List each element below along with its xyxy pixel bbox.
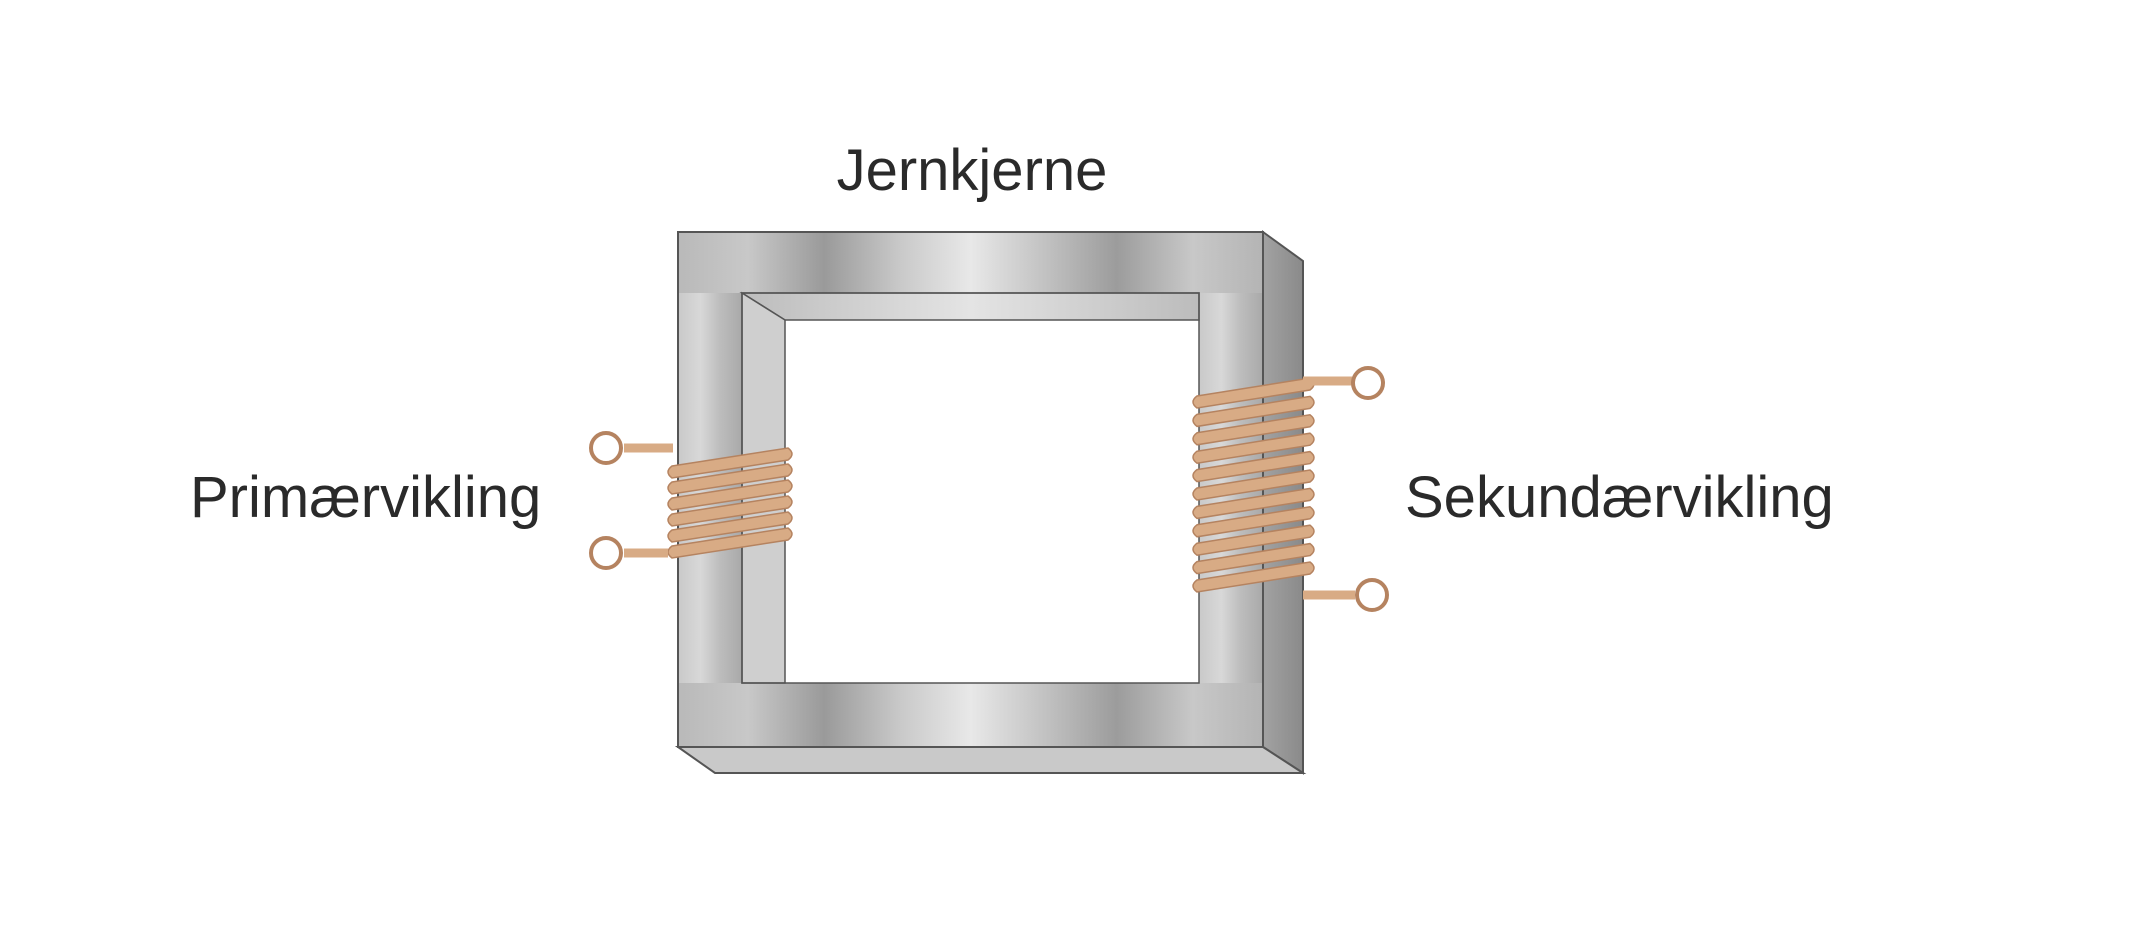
core-bottom-side — [674, 746, 1307, 774]
primary-winding-turn — [667, 495, 793, 527]
secondary-winding-turn — [1192, 395, 1315, 428]
core-label: Jernkjerne — [837, 138, 1108, 203]
primary-terminals — [589, 431, 673, 570]
core-bottom-bar — [678, 683, 1263, 747]
secondary-winding-turn — [1192, 432, 1315, 464]
iron-core — [674, 230, 1307, 775]
primary-terminal-top — [589, 431, 623, 465]
secondary-winding — [1192, 377, 1315, 593]
secondary-winding-turn — [1192, 561, 1315, 593]
secondary-winding-turn — [1192, 469, 1315, 501]
primary-winding-turn — [667, 479, 793, 511]
secondary-winding-turn — [1192, 506, 1315, 538]
primary-winding-turn — [667, 447, 793, 479]
secondary-winding-label: Sekundærvikling — [1405, 465, 1834, 530]
secondary-terminal-top — [1351, 366, 1385, 400]
primary-winding-turn — [667, 527, 793, 559]
secondary-terminal-bottom — [1355, 578, 1389, 612]
primary-winding-label: Primærvikling — [190, 465, 541, 530]
primary-winding — [667, 447, 793, 559]
core-top-bar — [678, 232, 1263, 293]
secondary-winding-turn — [1192, 450, 1315, 483]
core-window — [742, 293, 1199, 683]
secondary-winding-turn — [1192, 414, 1315, 446]
secondary-winding-turn — [1192, 524, 1315, 556]
secondary-terminals — [1303, 366, 1389, 612]
secondary-winding-turn — [1192, 487, 1315, 520]
primary-winding-turn — [667, 511, 793, 543]
secondary-winding-turn — [1192, 542, 1315, 575]
primary-winding-turn — [667, 463, 793, 495]
core-inner-top-face — [739, 292, 1200, 321]
primary-terminal-bottom — [589, 536, 623, 570]
